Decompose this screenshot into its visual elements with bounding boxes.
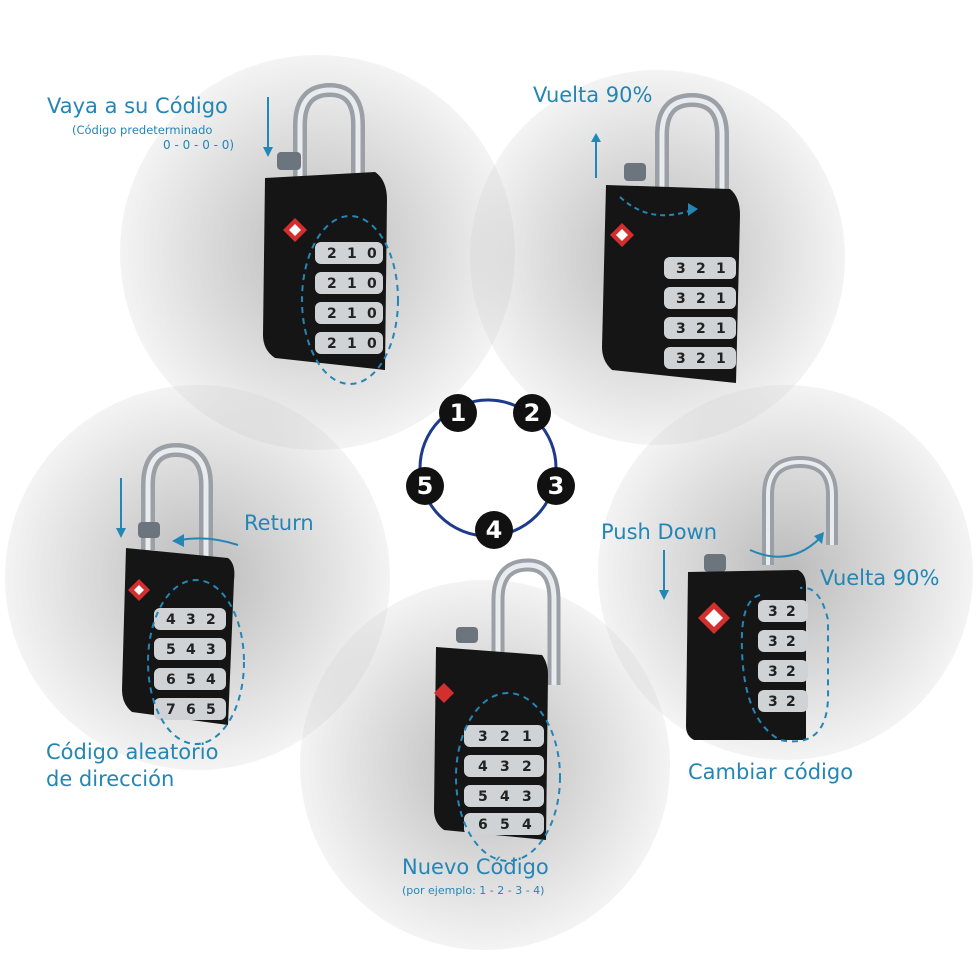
dial5-row2-d2: 4	[186, 642, 196, 658]
padlock-step1: 2 1 0 2 1 0 2 1 0 2 1 0	[263, 82, 399, 385]
dial2-row2-d3: 1	[716, 291, 726, 307]
dial5-row3-d2: 5	[186, 672, 196, 688]
dial4-row1-d1: 3	[478, 729, 488, 745]
dial3-row1-d2: 2	[786, 604, 796, 620]
dial3-row4-d1: 3	[768, 694, 778, 710]
dial4-row3-d3: 3	[522, 789, 532, 805]
padlock-step5: 4 3 2 5 4 3 6 5 4 7 6 5	[122, 442, 245, 745]
dial5-row4-d1: 7	[166, 702, 176, 718]
dial4-row3-d1: 5	[478, 789, 488, 805]
dials-step1	[315, 242, 383, 354]
step4-subtitle: (por ejemplo: 1 - 2 - 3 - 4)	[402, 884, 545, 897]
dial1-row4-d2: 1	[347, 336, 357, 352]
dial5-row2-d1: 5	[166, 642, 176, 658]
step1-title: Vaya a su Código	[47, 94, 228, 118]
step-badge-3: 3	[537, 467, 575, 505]
step-badge-5: 5	[406, 467, 444, 505]
step5-title-line2: de dirección	[46, 767, 175, 791]
dial5-row1-d2: 3	[186, 612, 196, 628]
dial2-row4-d3: 1	[716, 351, 726, 367]
step-badge-2: 2	[513, 394, 551, 432]
dial3-row3-d2: 2	[786, 664, 796, 680]
dial3-row4-d2: 2	[786, 694, 796, 710]
dial2-row1-d3: 1	[716, 261, 726, 277]
step5-return-label: Return	[244, 511, 314, 535]
dial5-row1-d3: 2	[206, 612, 216, 628]
dial5-row4-d2: 6	[186, 702, 196, 718]
dial3-row1-d1: 3	[768, 604, 778, 620]
step3-turn-label: Vuelta 90%	[820, 566, 940, 590]
dial2-row2-d2: 2	[696, 291, 706, 307]
dial1-row4-d1: 2	[327, 336, 337, 352]
dial1-row4-d3: 0	[367, 336, 377, 352]
step1-subtitle-line2: 0 - 0 - 0 - 0)	[163, 138, 235, 152]
dial5-row4-d3: 5	[206, 702, 216, 718]
dial1-row3-d2: 1	[347, 306, 357, 322]
dial1-row1-d2: 1	[347, 246, 357, 262]
dial2-row3-d3: 1	[716, 321, 726, 337]
dial5-row2-d3: 3	[206, 642, 216, 658]
dial5-row3-d3: 4	[206, 672, 216, 688]
dial4-row4-d1: 6	[478, 817, 488, 833]
dial2-row4-d2: 2	[696, 351, 706, 367]
dial1-row1-d3: 0	[367, 246, 377, 262]
step1-subtitle-line1: (Código predeterminado	[72, 123, 213, 137]
dial2-row3-d1: 3	[676, 321, 686, 337]
dial4-row4-d3: 4	[522, 817, 532, 833]
step3-title: Cambiar código	[688, 760, 854, 784]
dial4-row2-d1: 4	[478, 759, 488, 775]
step2-title: Vuelta 90%	[533, 83, 653, 107]
dial1-row3-d1: 2	[327, 306, 337, 322]
dial2-row2-d1: 3	[676, 291, 686, 307]
dial1-row1-d1: 2	[327, 246, 337, 262]
dial4-row1-d2: 2	[500, 729, 510, 745]
step4-title: Nuevo Código	[402, 855, 549, 879]
dial4-row4-d2: 5	[500, 817, 510, 833]
padlock-step2: 3 2 1 3 2 1 3 2 1 3 2 1	[602, 92, 740, 383]
dial4-row1-d3: 1	[522, 729, 532, 745]
step-badge-1: 1	[439, 394, 477, 432]
dial4-row2-d2: 3	[500, 759, 510, 775]
dial3-row2-d2: 2	[786, 634, 796, 650]
dial2-row4-d1: 3	[676, 351, 686, 367]
dial5-row1-d1: 4	[166, 612, 176, 628]
step3-push-label: Push Down	[601, 520, 718, 544]
dial4-row2-d3: 2	[522, 759, 532, 775]
dial2-row1-d1: 3	[676, 261, 686, 277]
step5-title-line1: Código aleatorio	[46, 740, 219, 764]
dial2-row1-d2: 2	[696, 261, 706, 277]
arrow-down-icon	[263, 97, 273, 157]
dial1-row3-d3: 0	[367, 306, 377, 322]
step-badge-4: 4	[475, 511, 513, 549]
dial3-row3-d1: 3	[768, 664, 778, 680]
dial5-row3-d1: 6	[166, 672, 176, 688]
dial2-row3-d2: 2	[696, 321, 706, 337]
dial1-row2-d3: 0	[367, 276, 377, 292]
dial1-row2-d2: 1	[347, 276, 357, 292]
arrow-down-icon	[116, 478, 126, 538]
dial3-row2-d1: 3	[768, 634, 778, 650]
padlock-step3: 3 2 3 2 3 2 3 2	[686, 455, 838, 743]
padlock-step4: 3 2 1 4 3 2 5 4 3 6 5 4	[434, 558, 561, 862]
dial4-row3-d2: 4	[500, 789, 510, 805]
arrow-down-icon	[659, 550, 669, 600]
arrow-up-icon	[591, 133, 601, 178]
dial1-row2-d1: 2	[327, 276, 337, 292]
